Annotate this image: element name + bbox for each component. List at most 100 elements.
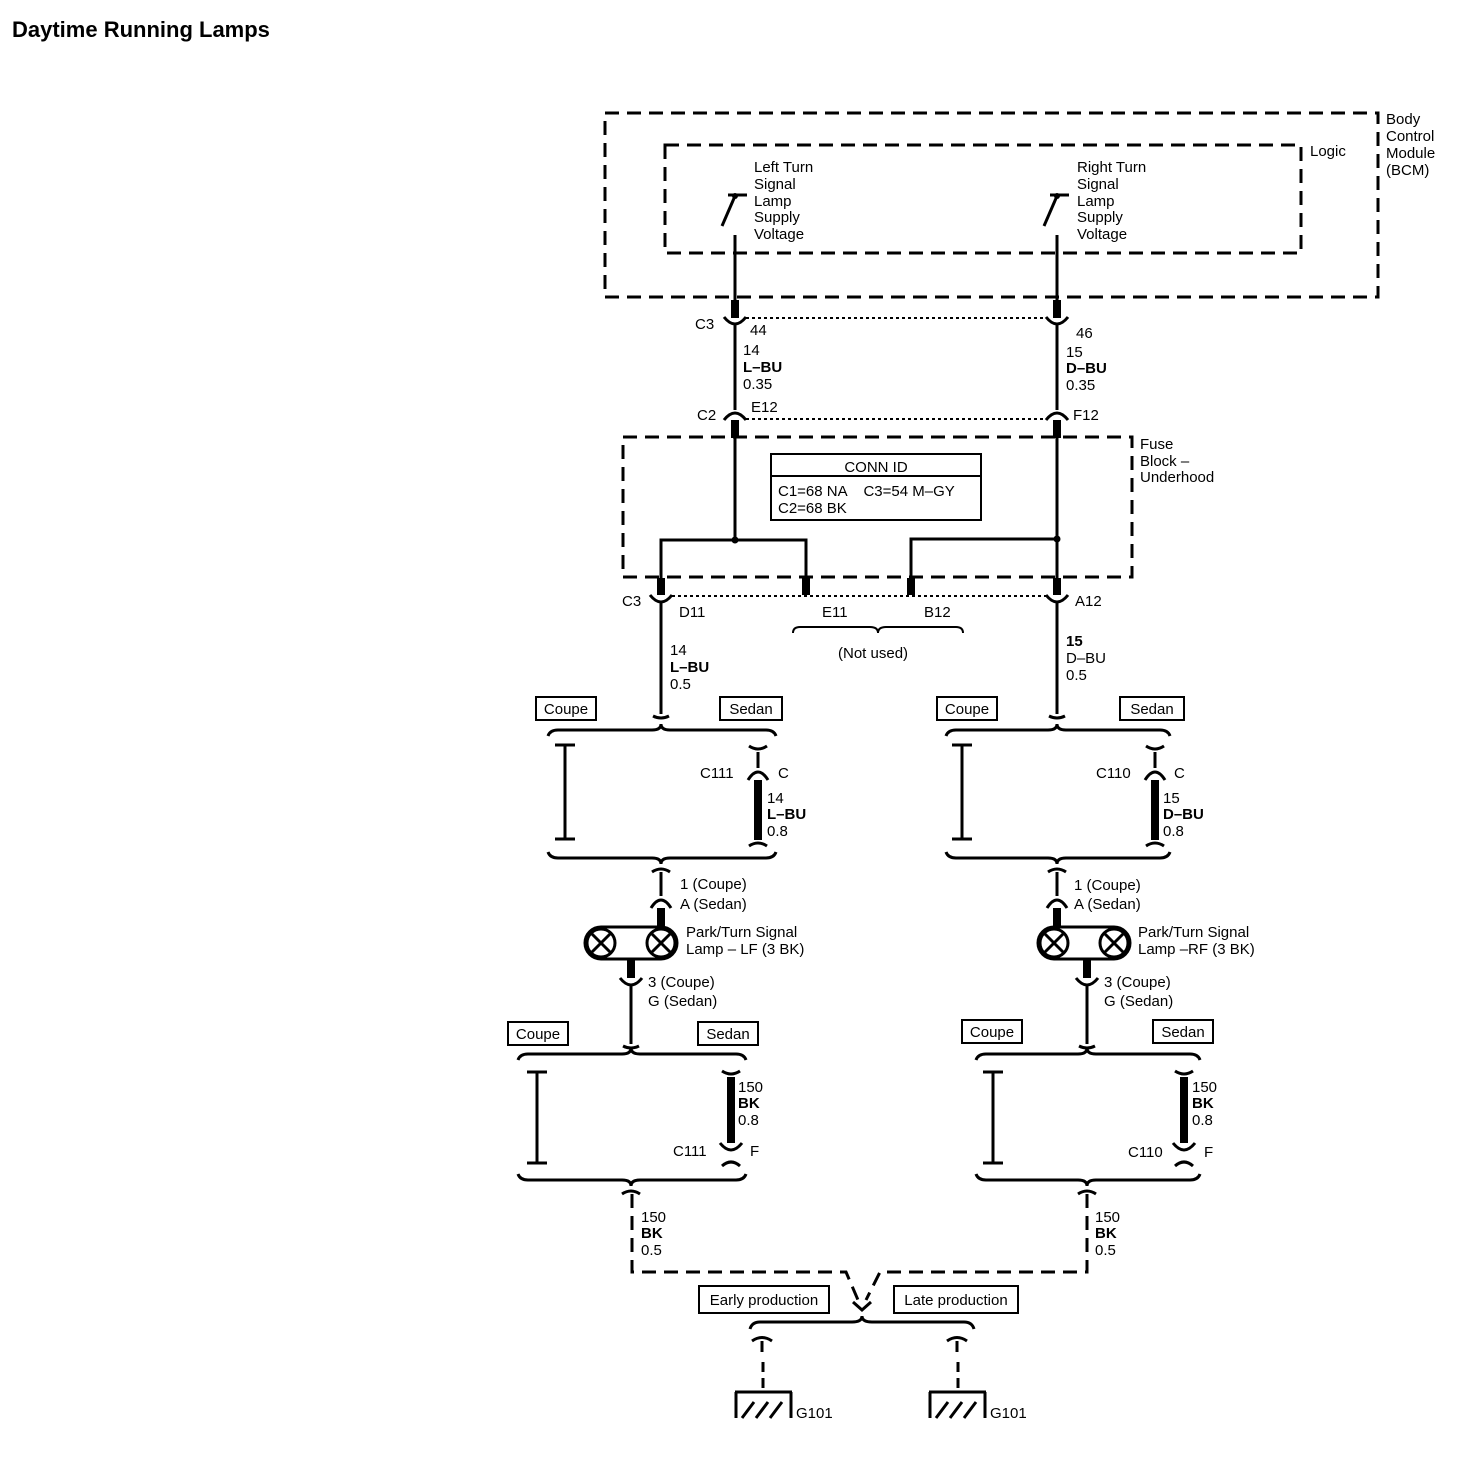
c110-upper-label: C110 (1096, 765, 1131, 782)
ground-g101-left-icon (734, 1390, 793, 1419)
right-mid-wire-size: 0.5 (1066, 667, 1087, 684)
left-upper-sedan-option: Sedan (729, 701, 772, 718)
lf-pin-top-2: A (Sedan) (680, 896, 747, 913)
ground-g101-left-label: G101 (796, 1405, 833, 1422)
left-switch-label-1: Left Turn (754, 159, 813, 176)
c2-pin-e12: E12 (751, 399, 778, 416)
right-ground-sedan-wire-circuit: 150 (1192, 1079, 1217, 1096)
c3-pin-a12: A12 (1075, 593, 1102, 610)
left-sedan-wire-size: 0.8 (767, 823, 788, 840)
right-switch-label-3: Lamp (1077, 193, 1115, 210)
left-branch: 14 L–BU 0.5 Coupe Sedan C111 C 14 L–BU 0… (507, 603, 860, 1301)
lf-lamp-label-2: Lamp – LF (3 BK) (686, 941, 804, 958)
not-used-label: (Not used) (838, 645, 908, 662)
c3-pin-b12: B12 (924, 604, 951, 621)
c111-lower-label: C111 (673, 1143, 707, 1160)
c2-connector-label: C2 (697, 407, 716, 424)
right-branch: 15 D–BU 0.5 Coupe Sedan C110 C 15 D–BU 0… (864, 603, 1255, 1301)
left-switch-label-2: Signal (754, 176, 796, 193)
c3-top-pin-46: 46 (1076, 325, 1093, 342)
fuse-block-label-3: Underhood (1140, 469, 1214, 486)
bcm-label-4: (BCM) (1386, 162, 1429, 179)
c2-pin-f12: F12 (1073, 407, 1099, 424)
lf-lamp-icon (583, 925, 679, 961)
left-mid-wire-circuit: 14 (670, 642, 687, 659)
right-switch-label-1: Right Turn (1077, 159, 1146, 176)
bcm-label-3: Module (1386, 145, 1435, 162)
left-switch-label-4: Supply (754, 209, 800, 226)
fuse-block-label-2: Block – (1140, 453, 1190, 470)
left-top-wire-size: 0.35 (743, 376, 772, 393)
left-ground-sedan-wire-size: 0.8 (738, 1112, 759, 1129)
right-top-wire-circuit: 15 (1066, 344, 1083, 361)
right-turn-switch-icon (1042, 193, 1069, 227)
left-sedan-wire-color: L–BU (767, 806, 806, 823)
logic-label: Logic (1310, 143, 1346, 160)
left-sedan-wire-circuit: 14 (767, 790, 784, 807)
right-switch-label-5: Voltage (1077, 226, 1127, 243)
right-ground-sedan-wire-color: BK (1192, 1095, 1214, 1112)
left-switch-label-5: Voltage (754, 226, 804, 243)
left-lower-sedan-option: Sedan (706, 1026, 749, 1043)
conn-id-table: CONN ID C1=68 NA C3=54 M–GY C2=68 BK (770, 453, 982, 521)
left-mid-wire-color: L–BU (670, 659, 709, 676)
logic-block: Logic (663, 143, 1346, 255)
left-ground-sedan-wire-color: BK (738, 1095, 760, 1112)
right-sedan-wire-circuit: 15 (1163, 790, 1180, 807)
wires-bcm-to-fuse-block: C3 44 46 14 L–BU 0.35 15 D–BU 0.35 C2 E1… (695, 235, 1107, 438)
bcm-label-2: Control (1386, 128, 1434, 145)
right-ground-wire-size: 0.5 (1095, 1242, 1116, 1259)
body-control-module: Body Control Module (BCM) Logic Left Tur… (603, 111, 1435, 299)
rf-pin-top-1: 1 (Coupe) (1074, 877, 1141, 894)
rf-lamp-icon (1036, 925, 1132, 961)
left-switch-label-3: Lamp (754, 193, 792, 210)
left-ground-wire-size: 0.5 (641, 1242, 662, 1259)
c3-top-pin-44: 44 (750, 322, 767, 339)
right-lower-sedan-option: Sedan (1161, 1024, 1204, 1041)
fuse-block-label-1: Fuse (1140, 436, 1173, 453)
lf-pin-bottom-1: 3 (Coupe) (648, 974, 715, 991)
conn-id-line-2: C2=68 BK (778, 500, 847, 517)
left-ground-wire-circuit: 150 (641, 1209, 666, 1226)
right-top-wire-color: D–BU (1066, 360, 1107, 377)
right-mid-wire-circuit: 15 (1066, 633, 1083, 650)
rf-lamp-label-2: Lamp –RF (3 BK) (1138, 941, 1255, 958)
right-ground-wire-color: BK (1095, 1225, 1117, 1242)
right-upper-sedan-option: Sedan (1130, 701, 1173, 718)
c111-upper-label: C111 (700, 765, 734, 782)
c111-pin-f: F (750, 1143, 759, 1160)
left-turn-switch-icon (720, 193, 747, 227)
left-top-wire-color: L–BU (743, 359, 782, 376)
rf-pin-bottom-1: 3 (Coupe) (1104, 974, 1171, 991)
right-switch-label-2: Signal (1077, 176, 1119, 193)
c110-pin-c: C (1174, 765, 1185, 782)
lf-pin-top-1: 1 (Coupe) (680, 876, 747, 893)
left-ground-sedan-wire-circuit: 150 (738, 1079, 763, 1096)
ground-section: Early production Late production G101 (698, 1285, 1027, 1422)
conn-id-line-1: C1=68 NA C3=54 M–GY (778, 483, 955, 500)
right-sedan-wire-size: 0.8 (1163, 823, 1184, 840)
lf-lamp-label-1: Park/Turn Signal (686, 924, 797, 941)
late-production-option: Late production (904, 1292, 1007, 1309)
left-mid-wire-size: 0.5 (670, 676, 691, 693)
right-sedan-wire-color: D–BU (1163, 806, 1204, 823)
ground-g101-right-label: G101 (990, 1405, 1027, 1422)
early-production-option: Early production (710, 1292, 818, 1309)
rf-lamp-label-1: Park/Turn Signal (1138, 924, 1249, 941)
left-ground-wire-color: BK (641, 1225, 663, 1242)
bcm-label-1: Body (1386, 111, 1421, 128)
c3-pin-d11: D11 (679, 604, 705, 621)
right-ground-sedan-wire-size: 0.8 (1192, 1112, 1213, 1129)
right-ground-wire-circuit: 150 (1095, 1209, 1120, 1226)
c110-pin-f: F (1204, 1144, 1213, 1161)
lf-pin-bottom-2: G (Sedan) (648, 993, 717, 1010)
conn-id-title: CONN ID (844, 459, 908, 476)
right-top-wire-size: 0.35 (1066, 377, 1095, 394)
left-top-wire-circuit: 14 (743, 342, 760, 359)
c3-top-connector-label: C3 (695, 316, 714, 333)
c3-bottom-connector: C3 D11 E11 B12 A12 (Not used) (622, 578, 1102, 662)
right-mid-wire-color: D–BU (1066, 650, 1106, 667)
c3-pin-e11: E11 (822, 604, 848, 621)
c111-pin-c: C (778, 765, 789, 782)
